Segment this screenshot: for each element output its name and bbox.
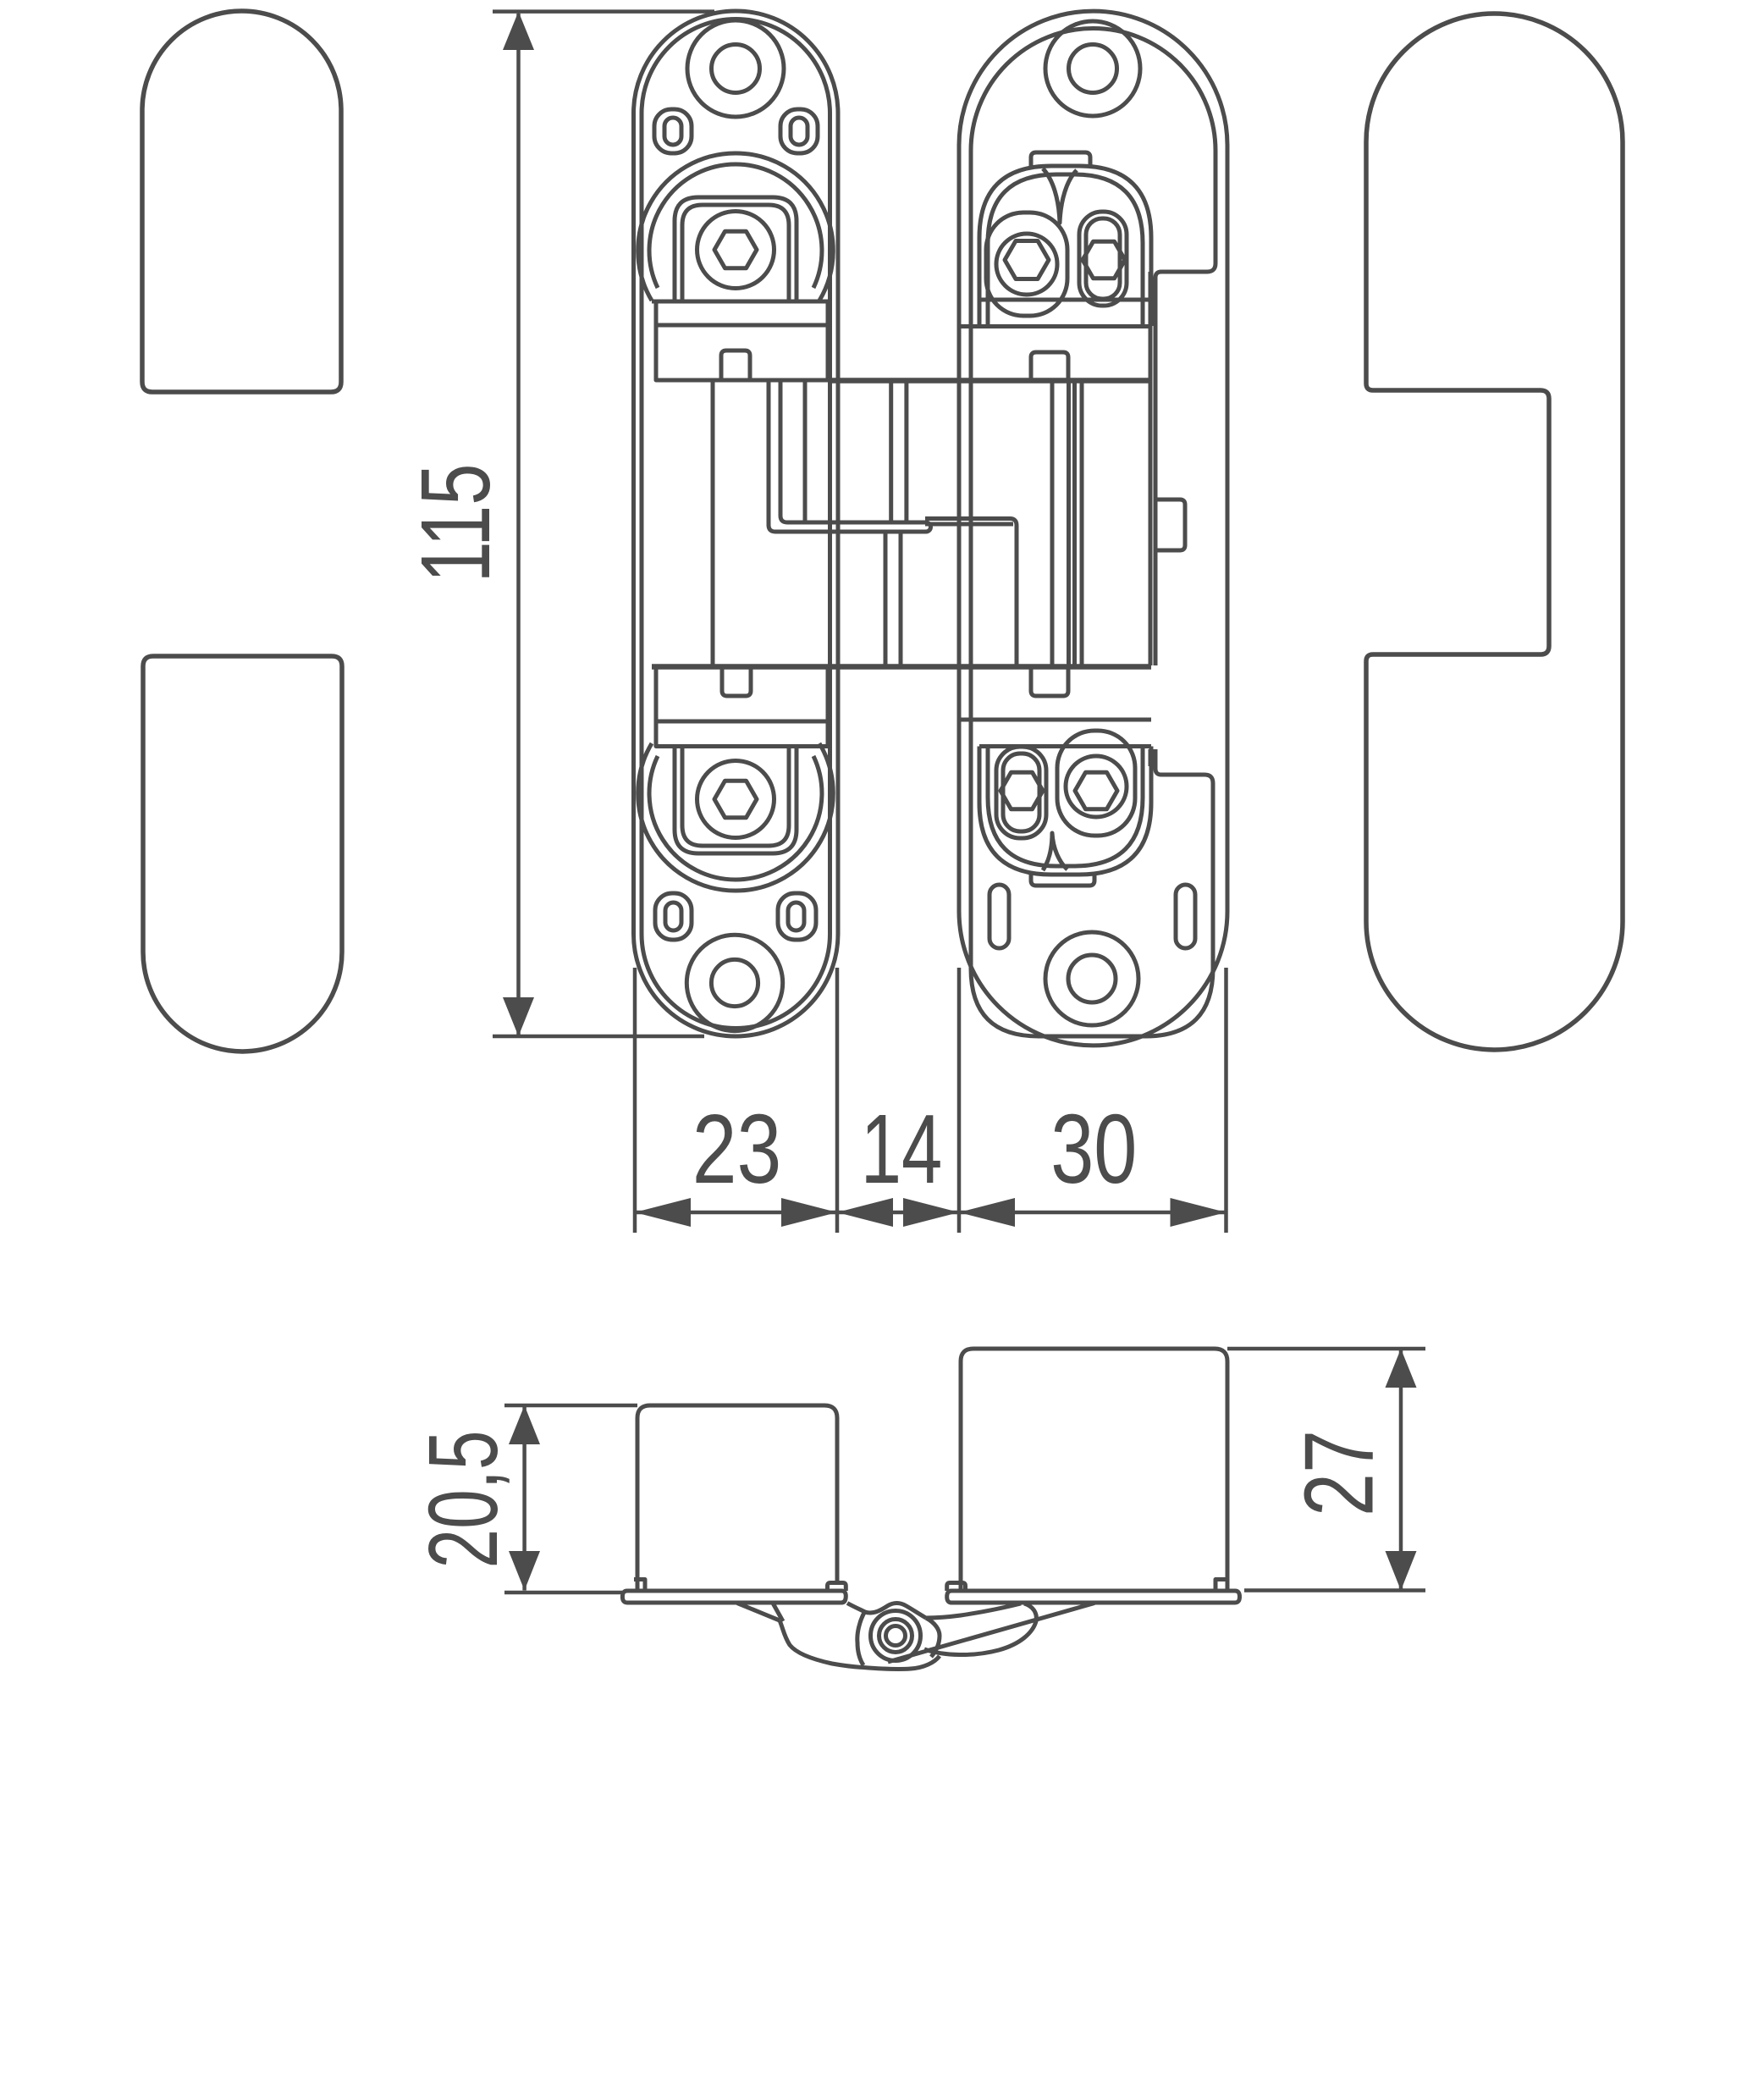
- svg-text:23: 23: [692, 1094, 782, 1204]
- svg-text:30: 30: [1050, 1094, 1137, 1204]
- svg-text:27: 27: [1284, 1430, 1394, 1516]
- svg-text:20,5: 20,5: [408, 1431, 518, 1569]
- svg-text:14: 14: [861, 1094, 943, 1204]
- svg-text:115: 115: [400, 464, 510, 583]
